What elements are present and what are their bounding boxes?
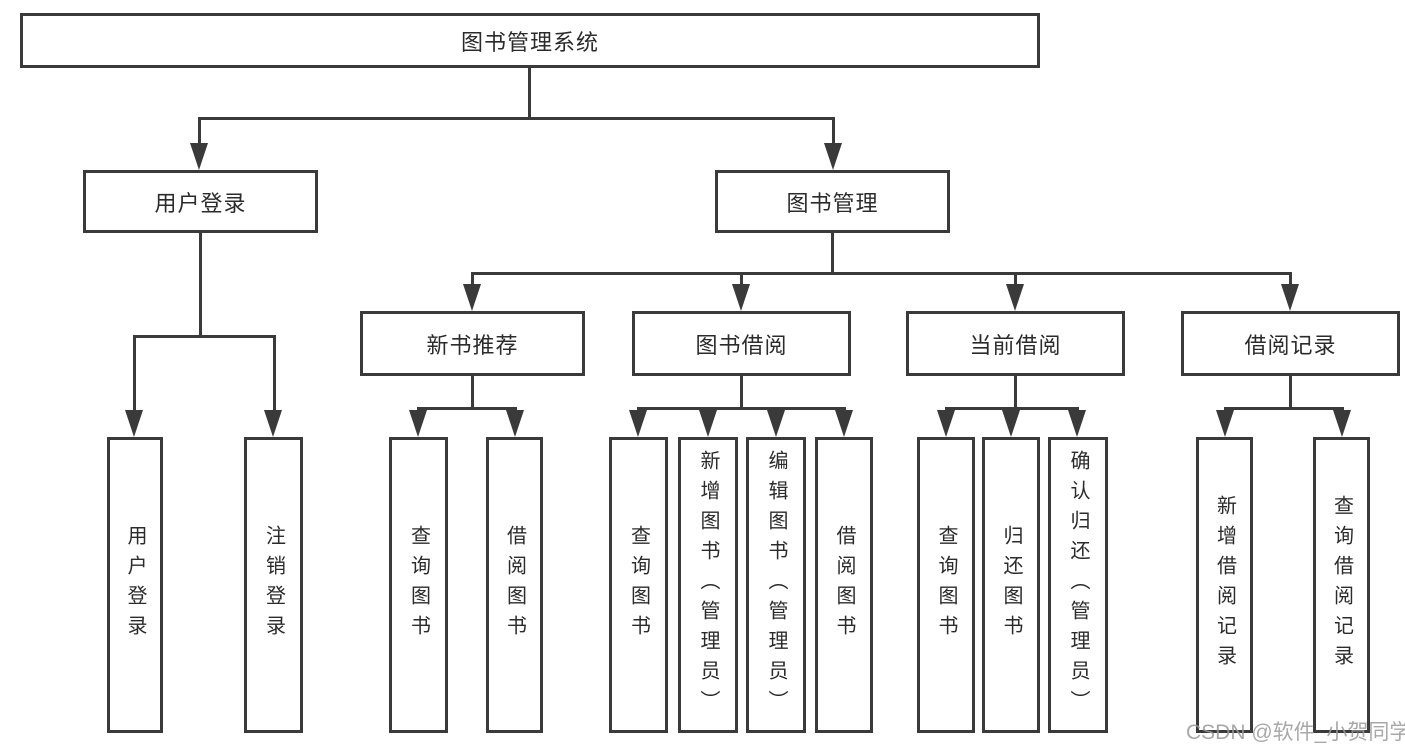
connector-arrow — [1006, 284, 1024, 311]
connector-line — [1014, 275, 1017, 284]
node-current-borrow: 当前借阅 — [906, 311, 1125, 376]
connector-arrow — [937, 410, 955, 437]
connector-arrow — [506, 410, 524, 437]
leaf-add-borrow-record: 新增借阅记录 — [1196, 437, 1253, 733]
leaf-borrow-book-1: 借阅图书 — [486, 437, 543, 733]
node-label: 新书推荐 — [426, 332, 519, 358]
node-user-login: 用户登录 — [83, 170, 318, 233]
connector-line — [831, 233, 834, 272]
connector-line — [1224, 407, 1344, 410]
connector-arrow — [835, 410, 853, 437]
leaf-add-book-admin: 新增图书（管理员） — [678, 437, 738, 733]
node-borrow-record: 借阅记录 — [1181, 311, 1400, 376]
connector-arrow — [699, 410, 717, 437]
connector-arrow — [824, 143, 842, 170]
connector-line — [637, 407, 846, 410]
node-label: 查询图书 — [627, 525, 650, 645]
connector-line — [133, 335, 276, 338]
node-label: 新增借阅记录 — [1213, 495, 1236, 675]
leaf-query-book-1: 查询图书 — [389, 437, 448, 733]
connector-line — [528, 68, 531, 117]
node-label: 用户登录 — [154, 190, 247, 216]
connector-line — [471, 376, 474, 407]
leaf-query-book-3: 查询图书 — [917, 437, 975, 733]
leaf-user-login: 用户登录 — [107, 437, 163, 733]
connector-line — [1289, 376, 1292, 407]
node-label: 当前借阅 — [969, 332, 1062, 358]
node-label: 查询图书 — [935, 525, 957, 645]
node-label: 用户登录 — [124, 525, 146, 645]
connector-arrow — [409, 410, 427, 437]
connector-line — [740, 376, 743, 407]
node-label: 编辑图书（管理员） — [765, 450, 787, 720]
node-label: 图书借阅 — [695, 332, 788, 358]
leaf-edit-book-admin: 编辑图书（管理员） — [746, 437, 806, 733]
node-new-book-recommend: 新书推荐 — [360, 311, 585, 376]
node-label: 确认归还（管理员） — [1067, 450, 1089, 720]
node-book-borrow: 图书借阅 — [632, 311, 851, 376]
leaf-confirm-return-admin: 确认归还（管理员） — [1048, 437, 1108, 733]
node-label: 借阅图书 — [503, 525, 526, 645]
connector-line — [273, 338, 276, 410]
node-label: 图书管理 — [786, 190, 879, 216]
leaf-borrow-book-2: 借阅图书 — [815, 437, 873, 733]
node-label: 查询借阅记录 — [1330, 495, 1353, 675]
connector-line — [1014, 376, 1017, 407]
node-root: 图书管理系统 — [20, 13, 1040, 68]
connector-line — [198, 117, 835, 120]
connector-arrow — [1333, 410, 1351, 437]
node-label: 查询图书 — [407, 525, 430, 645]
connector-arrow — [767, 410, 785, 437]
connector-arrow — [1002, 410, 1020, 437]
connector-line — [1289, 275, 1292, 284]
leaf-logout: 注销登录 — [244, 437, 303, 733]
connector-arrow — [1068, 410, 1086, 437]
connector-line — [471, 275, 474, 284]
connector-line — [740, 275, 743, 284]
connector-line — [471, 272, 1292, 275]
connector-line — [417, 407, 517, 410]
node-label: 新增图书（管理员） — [697, 450, 719, 720]
connector-line — [945, 407, 1079, 410]
leaf-return-book: 归还图书 — [982, 437, 1040, 733]
connector-line — [832, 120, 835, 145]
node-label: 借阅记录 — [1244, 332, 1337, 358]
leaf-query-borrow-record: 查询借阅记录 — [1313, 437, 1370, 733]
csdn-watermark: CSDN @软件_小贺同学 — [1186, 721, 1405, 744]
connector-arrow — [264, 410, 282, 437]
connector-line — [199, 233, 202, 335]
connector-arrow — [125, 410, 143, 437]
leaf-query-book-2: 查询图书 — [609, 437, 668, 733]
connector-line — [198, 120, 201, 145]
node-label: 注销登录 — [262, 525, 285, 645]
node-label: 归还图书 — [1000, 525, 1022, 645]
node-book-management: 图书管理 — [715, 170, 950, 233]
connector-arrow — [1216, 410, 1234, 437]
connector-arrow — [190, 143, 208, 170]
connector-arrow — [629, 410, 647, 437]
connector-arrow — [1281, 284, 1299, 311]
node-label: 图书管理系统 — [460, 29, 599, 55]
connector-arrow — [463, 284, 481, 311]
connector-line — [133, 338, 136, 410]
connector-arrow — [732, 284, 750, 311]
node-label: 借阅图书 — [833, 525, 855, 645]
